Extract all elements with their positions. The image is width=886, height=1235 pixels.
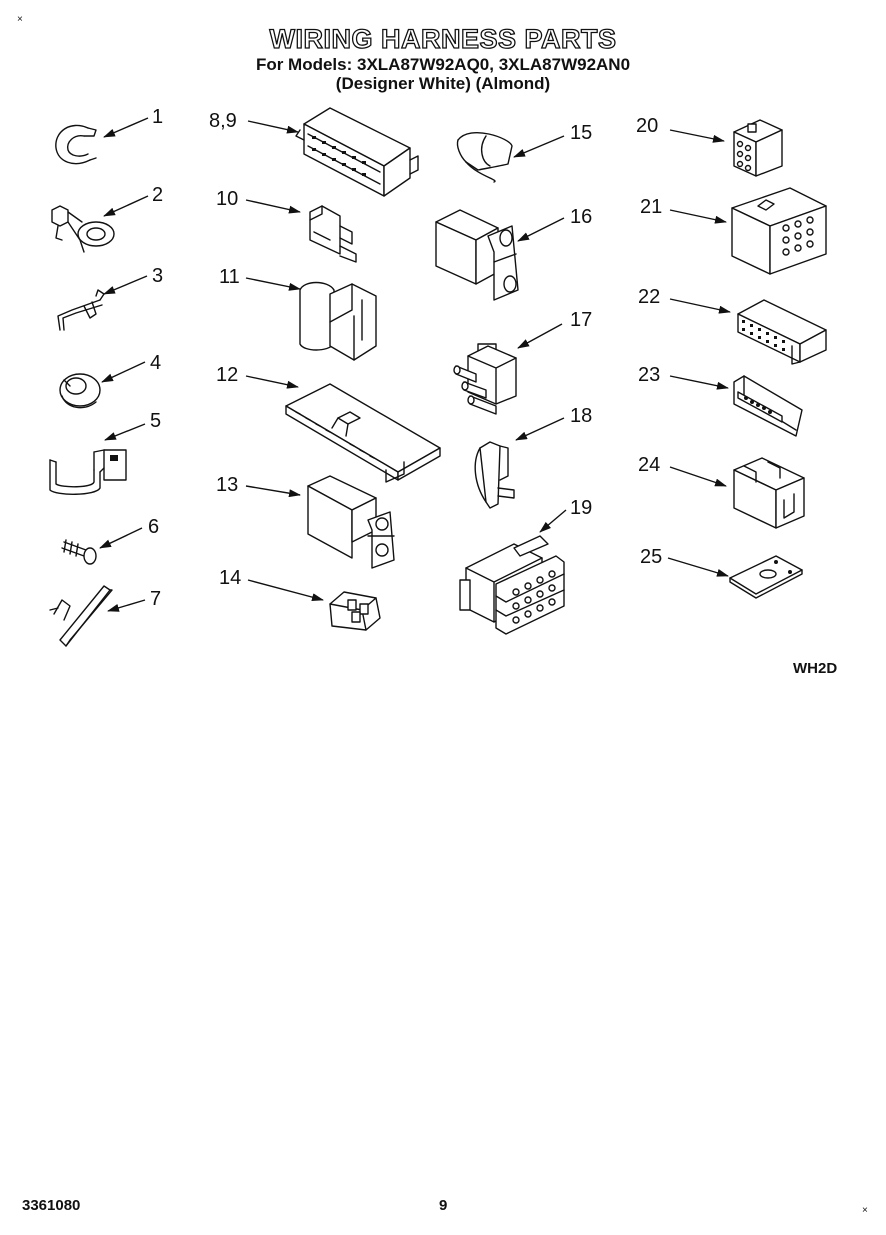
page-title: WIRING HARNESS PARTS xyxy=(269,23,617,54)
part-label-15: 15 xyxy=(570,122,593,144)
part-8-9-connector xyxy=(295,107,419,197)
part-14-small-plug xyxy=(329,591,381,631)
part-24-block xyxy=(733,457,805,529)
page-number: 9 xyxy=(439,1197,448,1214)
part-2-clamp xyxy=(51,205,115,253)
part-label-6: 6 xyxy=(148,516,160,538)
part-10-terminal xyxy=(309,205,357,263)
part-19-multipin xyxy=(459,535,565,635)
leader-arrows xyxy=(99,117,731,612)
part-label-12: 12 xyxy=(216,364,239,386)
part-23-strip xyxy=(733,375,803,437)
document-number: 3361080 xyxy=(22,1197,81,1214)
part-label-21: 21 xyxy=(640,196,663,218)
part-label-4: 4 xyxy=(150,352,162,374)
part-12-long-connector xyxy=(285,383,441,483)
part-20-cube xyxy=(733,119,783,177)
parts-illustration xyxy=(49,107,827,647)
part-label-1: 1 xyxy=(152,106,164,128)
part-label-17: 17 xyxy=(570,309,593,331)
corner-mark-bottom-right: × xyxy=(862,1205,868,1216)
part-16-housing xyxy=(435,209,519,301)
part-label-13: 13 xyxy=(216,474,239,496)
part-3-clip xyxy=(57,289,105,331)
part-label-10: 10 xyxy=(216,188,239,210)
part-label-16: 16 xyxy=(570,206,593,228)
corner-mark-top-left: × xyxy=(17,14,23,25)
part-label-22: 22 xyxy=(638,286,661,308)
part-4-grommet xyxy=(59,373,101,409)
part-11-plug xyxy=(299,281,377,361)
part-1-clip xyxy=(55,124,97,165)
part-18-hook xyxy=(474,441,515,509)
part-label-7: 7 xyxy=(150,588,162,610)
part-label-3: 3 xyxy=(152,265,164,287)
part-label-20: 20 xyxy=(636,115,659,137)
part-21-large-cube xyxy=(731,187,827,275)
diagram-code: WH2D xyxy=(793,660,838,677)
part-label-5: 5 xyxy=(150,410,162,432)
colors-line: (Designer White) (Almond) xyxy=(335,74,551,93)
part-6-screw xyxy=(61,539,97,565)
part-label-2: 2 xyxy=(152,184,164,206)
part-label-24: 24 xyxy=(638,454,661,476)
part-label-11: 11 xyxy=(219,266,240,288)
part-label-8-9: 8,9 xyxy=(209,110,237,132)
part-15-sleeve xyxy=(456,131,513,183)
part-17-switch xyxy=(453,343,517,415)
part-label-23: 23 xyxy=(638,364,661,386)
part-label-18: 18 xyxy=(570,405,593,427)
part-label-14: 14 xyxy=(219,567,242,589)
part-label-25: 25 xyxy=(640,546,663,568)
part-7-bracket xyxy=(49,585,113,647)
models-line: For Models: 3XLA87W92AQ0, 3XLA87W92AN0 xyxy=(255,55,631,74)
part-13-connector xyxy=(307,475,395,569)
part-label-19: 19 xyxy=(570,497,593,519)
part-25-plate xyxy=(729,555,803,599)
part-5-strap-clip xyxy=(49,449,127,495)
part-22-multirow xyxy=(737,299,827,365)
